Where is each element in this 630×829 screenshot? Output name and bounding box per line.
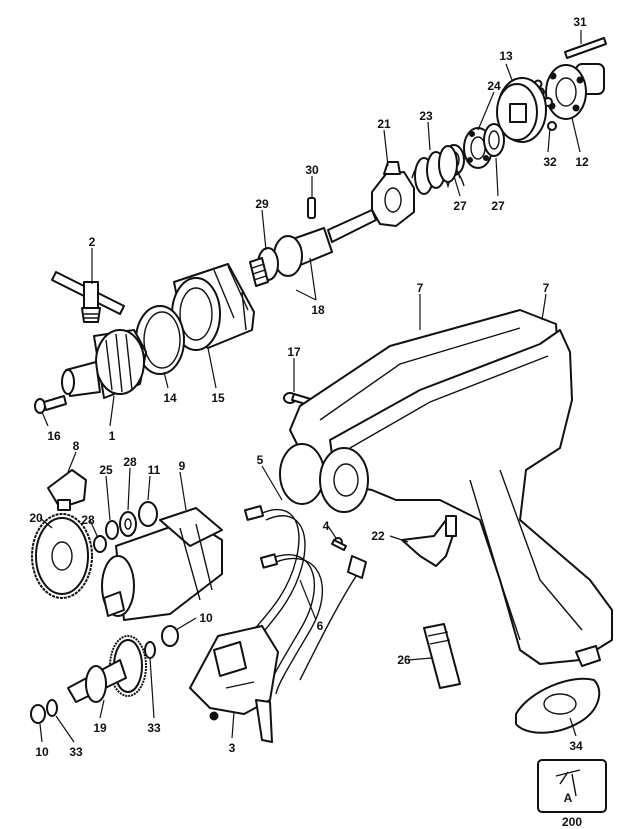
part-1-chuck: [61, 329, 147, 399]
reference-box-glyph: A: [564, 791, 573, 805]
callout-4: 4: [323, 519, 330, 533]
part-30-pin: [307, 197, 316, 219]
part-19-armature-gear: [67, 635, 147, 703]
part-34-hanger: [515, 645, 601, 734]
callout-33-left: 33: [69, 745, 83, 759]
callout-17: 17: [287, 345, 301, 359]
part-13-clutch-plate: [496, 77, 547, 143]
callout-28-top: 28: [123, 455, 137, 469]
callout-24: 24: [487, 79, 501, 93]
part-12-carrier: [545, 63, 605, 120]
callout-20: 20: [29, 511, 43, 525]
part-15-collar: [171, 263, 255, 351]
callout-19: 19: [93, 721, 107, 735]
callouts: 31 13 24 23 21 27 27 32 12 30 29 18 2 7 …: [29, 15, 589, 759]
callout-1: 1: [109, 429, 116, 443]
callout-9: 9: [179, 459, 186, 473]
callout-11: 11: [148, 463, 161, 477]
callout-15: 15: [211, 391, 225, 405]
callout-7-right: 7: [543, 281, 550, 295]
callout-6: 6: [317, 619, 324, 633]
callout-30: 30: [305, 163, 319, 177]
part-16-screw: [34, 395, 67, 414]
part-23-spring: [411, 145, 465, 195]
callout-16: 16: [47, 429, 61, 443]
part-14-ring: [135, 305, 185, 375]
part-25-28-11-small-parts: [93, 501, 158, 553]
callout-31: 31: [573, 15, 587, 29]
callout-26: 26: [397, 653, 411, 667]
part-10-nut-bottom: [30, 704, 46, 724]
callout-29: 29: [255, 197, 269, 211]
part-spindle: [249, 209, 377, 287]
part-9-motor: [101, 507, 223, 621]
callout-13: 13: [499, 49, 513, 63]
callout-25: 25: [99, 463, 113, 477]
part-22-lever: [401, 515, 457, 567]
callout-14: 14: [163, 391, 177, 405]
callout-27-right: 27: [491, 199, 505, 213]
callout-8: 8: [73, 439, 80, 453]
part-3-switch: [189, 625, 279, 743]
callout-33-right: 33: [147, 721, 161, 735]
callout-34: 34: [569, 739, 583, 753]
part-31-pin: [564, 37, 607, 59]
callout-18: 18: [311, 303, 325, 317]
callout-2: 2: [89, 235, 96, 249]
callout-10-top: 10: [199, 611, 213, 625]
callout-21: 21: [377, 117, 391, 131]
callout-27-left: 27: [453, 199, 467, 213]
part-2-chuck-key: [51, 271, 125, 323]
part-4-screw: [331, 537, 347, 551]
part-8-knob: [47, 469, 87, 511]
callout-32: 32: [543, 155, 557, 169]
callout-12: 12: [575, 155, 589, 169]
callout-23: 23: [419, 109, 433, 123]
callout-5: 5: [257, 453, 264, 467]
part-7-housing-front: [329, 329, 613, 665]
part-20-gear: [31, 513, 93, 599]
reference-number: 200: [562, 815, 582, 829]
part-26-label: [423, 623, 461, 689]
callout-7-left: 7: [417, 281, 424, 295]
part-21-clutch-dog: [371, 161, 415, 227]
reference-box: A 200: [537, 759, 607, 829]
housing-nose: [279, 443, 369, 513]
callout-3: 3: [229, 741, 236, 755]
callout-28-bottom: 28: [81, 513, 95, 527]
part-10-nut-top: [161, 625, 179, 647]
leader-lines: [39, 30, 582, 743]
callout-10-bottom: 10: [35, 745, 49, 759]
callout-22: 22: [371, 529, 385, 543]
